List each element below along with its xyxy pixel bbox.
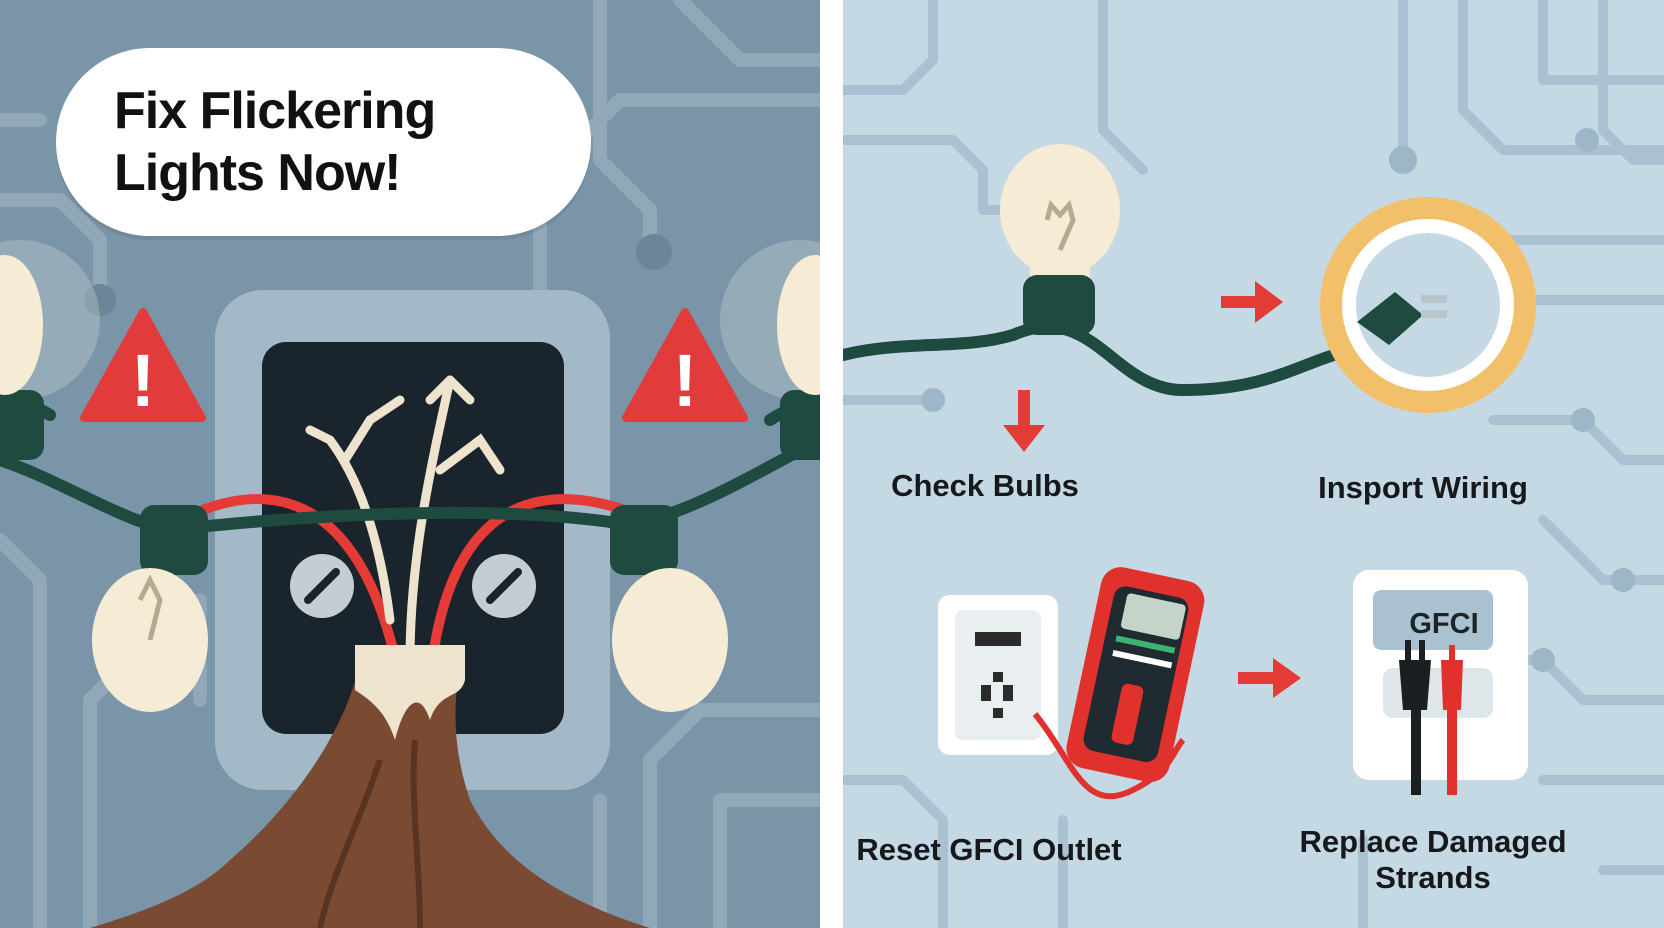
light-bulb-icon: [92, 568, 208, 712]
light-bulb-icon: [777, 255, 820, 395]
screw-icon: [472, 554, 536, 618]
step-check-bulbs: Check Bulbs: [891, 468, 1079, 503]
arrow-right-icon: [1221, 281, 1283, 323]
panel-divider: [820, 0, 843, 928]
check-and-inspect-illustration: [843, 144, 1536, 452]
warning-icon: !: [80, 308, 206, 422]
headline-bubble: Fix Flickering Lights Now!: [56, 48, 591, 236]
plug-icon: [1357, 292, 1447, 345]
multimeter-icon: [1066, 567, 1205, 783]
light-bulb-icon: [1000, 144, 1120, 335]
junction-box-panel: [262, 342, 564, 734]
light-bulb-icon: [0, 255, 43, 395]
step-replace-damaged-strands: Replace Damaged Strands: [1299, 824, 1567, 895]
arrow-right-icon: [1238, 658, 1301, 698]
right-panel: Check Bulbs Insport Wiring: [843, 0, 1664, 928]
arrow-down-icon: [1003, 390, 1045, 452]
step-reset-gfci-outlet: Reset GFCI Outlet: [856, 832, 1122, 867]
headline: Fix Flickering Lights Now!: [114, 82, 436, 202]
warning-icon: !: [622, 308, 748, 422]
gfci-outlet-icon: [1353, 570, 1528, 795]
electrical-outlet-icon: [1320, 197, 1536, 413]
gfci-device-label: GFCI: [1409, 608, 1479, 640]
step-inspect-wiring: Insport Wiring: [1318, 470, 1528, 505]
left-circuit-background: [0, 0, 820, 928]
electrical-outlet-icon: [938, 595, 1058, 755]
reset-and-replace-illustration: [938, 567, 1528, 800]
light-bulb-icon: [612, 568, 728, 712]
screw-icon: [290, 554, 354, 618]
left-panel: Fix Flickering Lights Now! ! !: [0, 0, 820, 928]
warning-icon-glyph: !: [673, 339, 698, 422]
damaged-junction-illustration: [0, 240, 820, 928]
warning-icon-glyph: !: [131, 339, 156, 422]
